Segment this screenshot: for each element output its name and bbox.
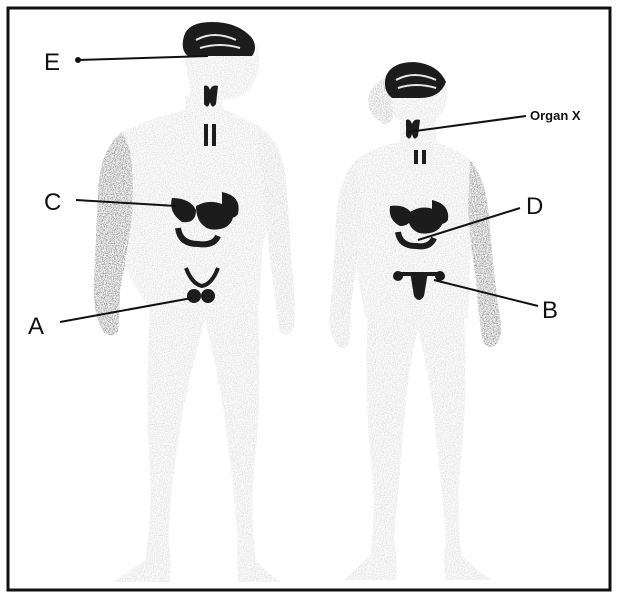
label-b: B [542, 297, 558, 324]
female-brain-icon [385, 62, 446, 98]
female-thyroid-icon [406, 120, 420, 139]
female-body [330, 62, 501, 580]
label-c: C [44, 189, 61, 216]
label-e: E [44, 49, 60, 76]
male-figure [94, 22, 295, 582]
male-testis-right-icon [201, 289, 215, 303]
label-a: A [28, 313, 44, 340]
label-organ-x: Organ X [530, 108, 581, 123]
label-d: D [526, 193, 543, 220]
female-ovary-left-icon [393, 271, 403, 281]
female-ovary-right-icon [435, 271, 445, 281]
male-brain-icon [183, 22, 255, 56]
male-testis-left-icon [187, 289, 201, 303]
female-figure [330, 62, 501, 580]
male-thyroid-icon [204, 86, 218, 107]
